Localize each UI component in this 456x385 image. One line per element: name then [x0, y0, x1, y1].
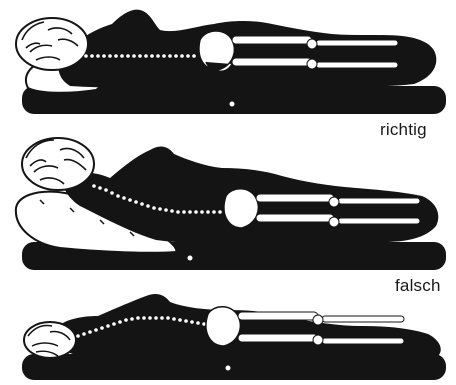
pelvis	[206, 307, 240, 346]
body-silhouette	[58, 10, 436, 88]
panel-wrong-high-pillow	[16, 138, 446, 270]
head	[24, 322, 76, 358]
head	[22, 138, 94, 190]
body-silhouette	[53, 294, 441, 358]
caption-correct: richtig	[380, 120, 427, 140]
head	[16, 18, 88, 70]
panel-wrong-no-pillow	[22, 294, 446, 380]
mattress-button	[230, 102, 235, 107]
pelvis	[224, 189, 258, 228]
mattress-button	[226, 366, 231, 371]
mattress-button	[188, 256, 193, 261]
caption-wrong: falsch	[395, 276, 441, 296]
panel-correct	[16, 10, 446, 114]
